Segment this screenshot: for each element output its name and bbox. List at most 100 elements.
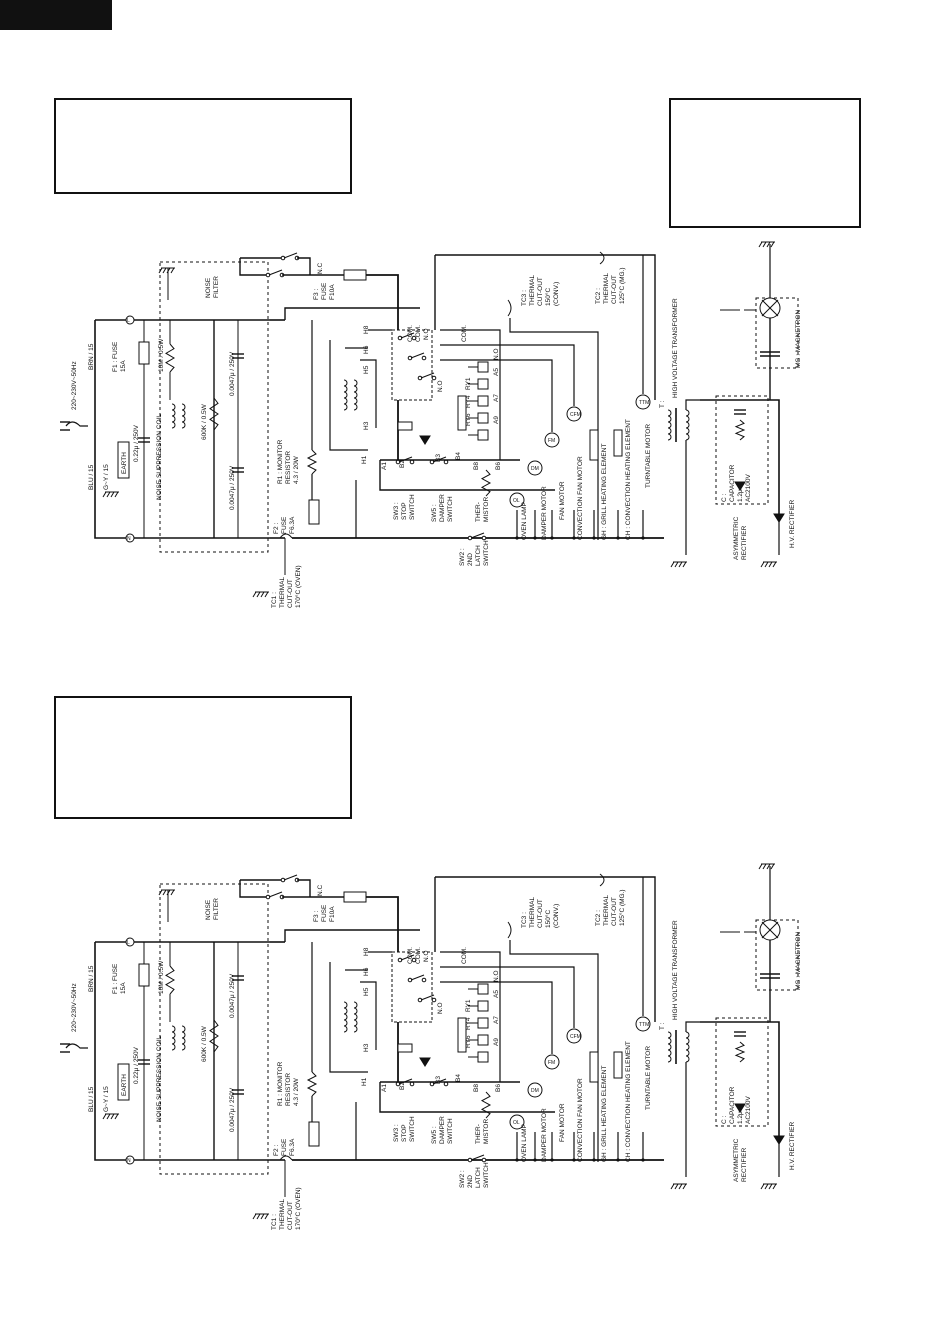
motor-circle: [635, 1016, 651, 1032]
wire: [470, 532, 485, 539]
oven-lamp-icon: OL: [509, 1114, 525, 1130]
noise-filter-label-line-1: NOISE: [205, 899, 212, 920]
f3-fuse: [343, 269, 367, 281]
tc1-label-line-3: CUT-OUT: [287, 579, 294, 608]
tc3-label-line-2: THERMAL: [529, 897, 536, 928]
f3-label-line-3: F10A: [329, 284, 336, 300]
wire: [760, 1183, 765, 1190]
hvt-ground: [670, 1183, 687, 1190]
cap-0047-top: [232, 353, 244, 359]
rectifier-capacitor-block: [715, 395, 769, 505]
cap-0047-top: [232, 975, 244, 981]
hvt-ground: [670, 561, 687, 568]
wire: [400, 332, 415, 339]
noise-filter-label-line-2: FILTER: [213, 898, 220, 920]
r1-label-line-2: RESISTOR: [285, 451, 292, 484]
wire: [264, 591, 269, 598]
motor-label: DM: [531, 466, 539, 472]
relay-ry1-label: RY1: [465, 999, 472, 1012]
junction-dot: [592, 536, 596, 540]
cap-0047-bot-label: 0.0047μ / 250V: [229, 1087, 236, 1132]
wire: [283, 252, 298, 259]
relay-transformer-coil-b: [353, 379, 358, 411]
sw3-label-line-1: SW3 :: [393, 502, 400, 520]
earth-label: EARTH: [121, 1074, 128, 1096]
noise-filter-outline: [159, 261, 269, 553]
relay-contact-3: [417, 372, 437, 381]
junction-dot: [572, 536, 576, 540]
wire: [766, 863, 771, 870]
wire: [114, 1113, 119, 1120]
nsc-label: NOISE SUPPRESSION COIL: [156, 414, 163, 500]
damper-motor-label: DAMPER MOTOR: [541, 486, 548, 540]
wire: [162, 267, 167, 274]
switch-contact: [443, 1081, 449, 1087]
switch-contact: [421, 977, 427, 983]
sw5-label-line-3: SWITCH: [447, 1118, 454, 1144]
nsc-label: NOISE SUPPRESSION COIL: [156, 1036, 163, 1122]
terminal-a9-label: A9: [493, 1038, 500, 1046]
junction-dot: [592, 1158, 596, 1162]
relay-ry4-label: RY4: [465, 395, 472, 408]
relay-com-label-3: COM.: [461, 325, 468, 342]
wire: [772, 561, 777, 568]
sw2-label-line-4: SWITCH: [483, 1162, 490, 1188]
damper-motor-label: DAMPER MOTOR: [541, 1108, 548, 1162]
motor-label: TTM: [639, 400, 649, 406]
motor-circle: [527, 1082, 543, 1098]
wire: [102, 491, 107, 498]
switch-contact: [431, 997, 437, 1003]
coil-turns: [171, 403, 176, 429]
noise-filter-label-line-1: NOISE: [205, 277, 212, 298]
thermistor-label-line-1: THER-: [475, 502, 482, 522]
relay-coil-ry2: [477, 378, 489, 390]
diode-icon: [419, 435, 431, 445]
wire: [770, 241, 775, 248]
motor-label: CFM: [570, 1034, 581, 1040]
relay-transformer-coil-a: [343, 1001, 348, 1033]
f1-label: F1 : FUSE: [112, 341, 119, 372]
resistor-10m-label: 10M / 0.5W: [158, 960, 165, 994]
wire: [110, 1113, 115, 1120]
tc2-label-line-1: TC2 :: [595, 288, 602, 304]
wire: [94, 320, 128, 539]
wire: [360, 359, 377, 428]
wire: [674, 1183, 679, 1190]
tc1-thermal-cutout: [279, 1155, 293, 1161]
convection-fan-label: CONVECTION FAN MOTOR: [577, 1078, 584, 1162]
motor-label: FM: [548, 1060, 555, 1066]
tc1-label-line-4: 170°C (OVEN): [294, 1187, 302, 1230]
switch-contact: [409, 459, 415, 465]
relay-com-label-1: COM.: [407, 947, 414, 964]
noise-filter-label-line-2: FILTER: [213, 276, 220, 298]
coil-turns: [181, 403, 186, 429]
fan-motor-label: FAN MOTOR: [559, 481, 566, 520]
tc3-label-line-5: (CONV.): [553, 282, 560, 306]
wire: [268, 891, 283, 898]
asymmetric-rectifier-icon: [734, 481, 746, 491]
wire: [685, 399, 700, 410]
thermistor-symbol: [480, 469, 492, 497]
switch-contact: [443, 459, 449, 465]
capacitor-label-line-3: 1.2μ: [737, 489, 744, 502]
wire: [772, 1183, 777, 1190]
terminal-h5-label: H5: [363, 365, 370, 374]
wire: [170, 889, 175, 896]
t-label: T :: [659, 400, 666, 408]
terminal-a7-label: A7: [493, 1016, 500, 1024]
wire: [297, 879, 311, 897]
terminal-a9-label: A9: [493, 416, 500, 424]
relay-com-block: [391, 329, 433, 401]
magnetron-outline: [755, 919, 799, 991]
wire: [768, 1183, 773, 1190]
motor-circle: [509, 1114, 525, 1130]
sw5-damper-switch: [429, 456, 449, 465]
cap-022-label: 0.22μ / 250V: [133, 424, 140, 462]
tc3-label-line-1: TC3 :: [521, 912, 528, 928]
wire: [170, 267, 175, 274]
f3-fuse: [343, 891, 367, 903]
wire: [432, 456, 447, 463]
f2-fuse: [308, 1121, 320, 1147]
grill-label: GH : GRILL HEATING ELEMENT: [601, 1066, 608, 1162]
sw5-label-line-3: SWITCH: [447, 496, 454, 522]
